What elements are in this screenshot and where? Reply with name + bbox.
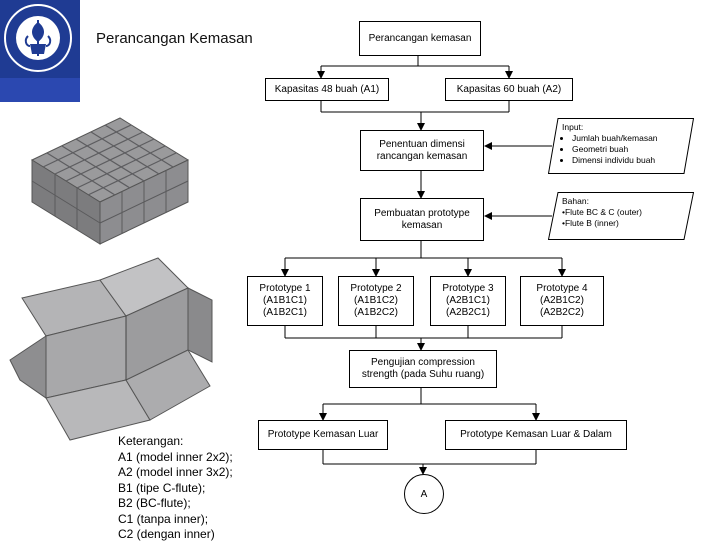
input-item: Jumlah buah/kemasan [572,133,688,144]
prototype-name: Prototype 4 [536,283,588,294]
prototype-code: (A2B1C1) [446,295,490,306]
grid-box-illustration [30,117,190,245]
node-capacity-a2: Kapasitas 60 buah (A2) [445,78,573,101]
notes-line: A1 (model inner 2x2); [118,449,233,464]
prototype-name: Prototype 1 [259,283,311,294]
node-prototype-2: Prototype 2 (A1B1C2) (A1B2C2) [338,276,414,326]
prototype-code: (A2B1C2) [540,295,584,306]
node-prototype-4: Prototype 4 (A2B1C2) (A2B2C2) [520,276,604,326]
open-box-illustration [9,257,213,441]
node-root: Perancangan kemasan [359,21,481,56]
notes-line: A2 (model inner 3x2); [118,465,233,479]
node-test: Pengujian compression strength (pada Suh… [349,350,497,388]
notes-line: C1 (tanpa inner); [118,511,209,526]
prototype-code: (A1B2C1) [263,307,307,318]
node-input: Input: Jumlah buah/kemasan Geometri buah… [548,118,694,174]
notes-line: B2 (BC-flute); [118,496,191,510]
material-title: Bahan: [562,196,589,206]
input-item: Dimensi individu buah [572,155,688,166]
logo-emblem-icon [4,4,72,72]
notes-line: C2 (dengan inner) [118,527,215,541]
legend-notes: Keterangan: A1 (model inner 2x2); A2 (mo… [118,434,233,543]
connector-a: A [404,474,444,514]
institution-logo [0,0,80,78]
material-item: •Flute B (inner) [562,218,619,228]
node-prototype-1: Prototype 1 (A1B1C1) (A1B2C1) [247,276,323,326]
input-item: Geometri buah [572,144,688,155]
node-dimension: Penentuan dimensi rancangan kemasan [360,130,484,171]
prototype-code: (A1B1C2) [354,295,398,306]
notes-heading: Keterangan: [118,434,184,448]
prototype-name: Prototype 2 [350,283,402,294]
prototype-code: (A1B2C2) [354,307,398,318]
node-prototype-making: Pembuatan prototype kemasan [360,198,484,241]
prototype-code: (A2B2C1) [446,307,490,318]
node-outer: Prototype Kemasan Luar [258,420,388,450]
node-capacity-a1: Kapasitas 48 buah (A1) [265,78,389,101]
node-material: Bahan: •Flute BC & C (outer) •Flute B (i… [548,192,694,240]
material-item: •Flute BC & C (outer) [562,207,642,217]
input-title: Input: [562,122,584,132]
prototype-code: (A2B2C2) [540,307,584,318]
node-outer-inner: Prototype Kemasan Luar & Dalam [445,420,627,450]
prototype-name: Prototype 3 [442,283,494,294]
slide-title: Perancangan Kemasan [96,30,253,47]
sidebar-band [0,78,80,102]
node-prototype-3: Prototype 3 (A2B1C1) (A2B2C1) [430,276,506,326]
notes-line: B1 (tipe C-flute); [118,480,206,495]
prototype-code: (A1B1C1) [263,295,307,306]
